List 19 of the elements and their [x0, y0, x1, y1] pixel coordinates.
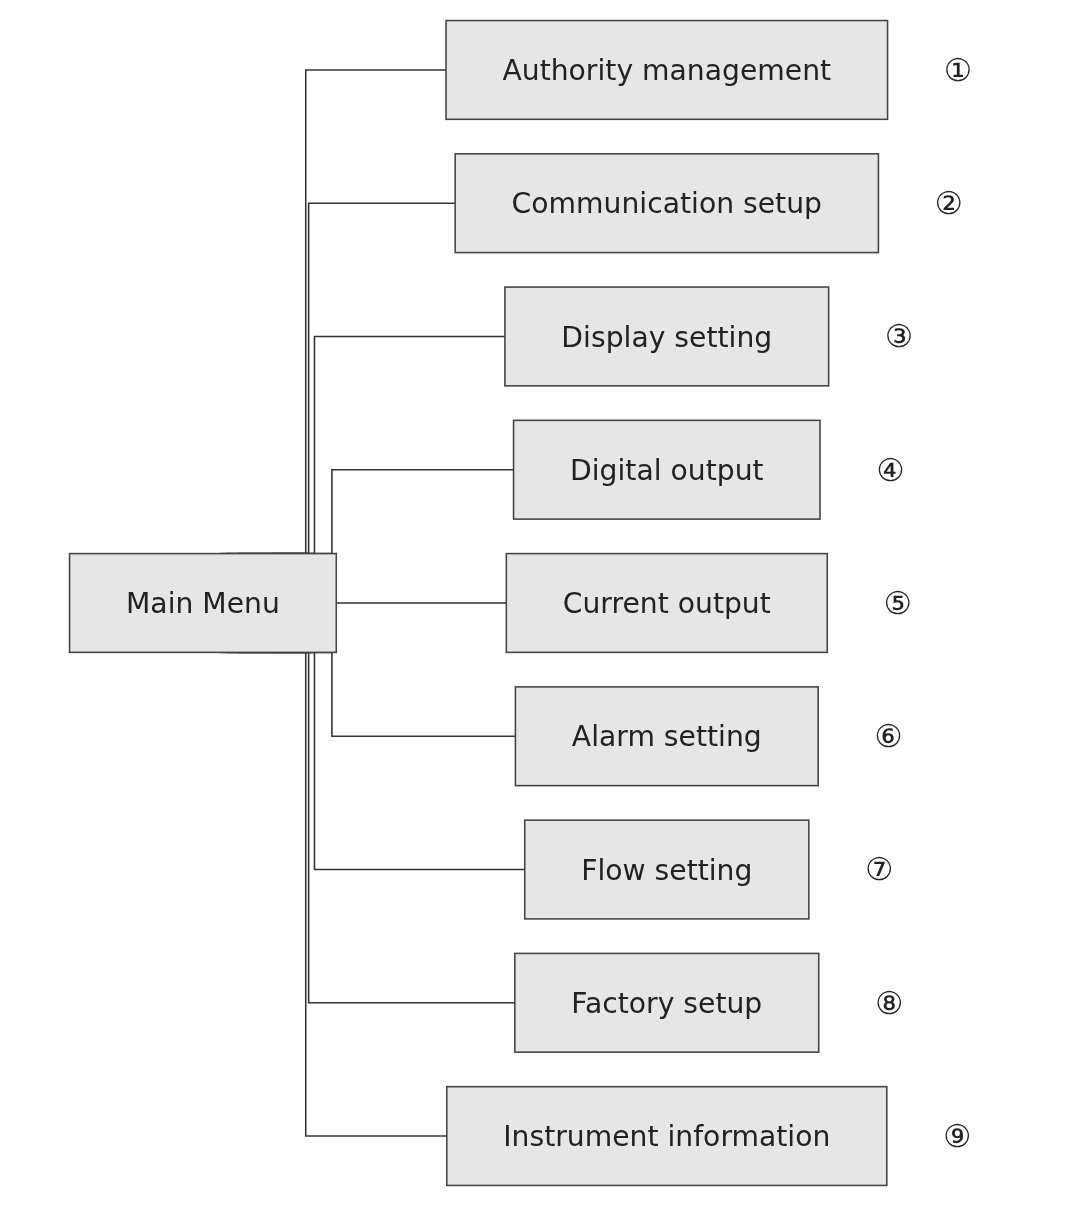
node-box: Current output: [505, 552, 828, 653]
callout-number: ②: [934, 184, 963, 221]
callout-number: ⑥: [874, 717, 903, 754]
callout-number: ⑧: [874, 984, 903, 1021]
callout-number: ⑨: [943, 1117, 972, 1154]
callout-number: ③: [884, 317, 913, 354]
node-box: Main Menu: [68, 552, 337, 653]
node-box: Alarm setting: [514, 685, 819, 786]
node-box: Instrument information: [445, 1085, 888, 1186]
node-box: Communication setup: [454, 152, 879, 253]
node-box: Digital output: [512, 419, 821, 520]
node-box: Display setting: [503, 285, 830, 387]
node-box: Authority management: [444, 19, 889, 120]
callout-number: ⑤: [883, 584, 912, 621]
node-box: Factory setup: [513, 952, 820, 1053]
callout-number: ①: [943, 51, 972, 88]
node-box: Flow setting: [523, 818, 810, 920]
callout-number: ④: [876, 451, 905, 488]
callout-number: ⑦: [865, 851, 894, 887]
